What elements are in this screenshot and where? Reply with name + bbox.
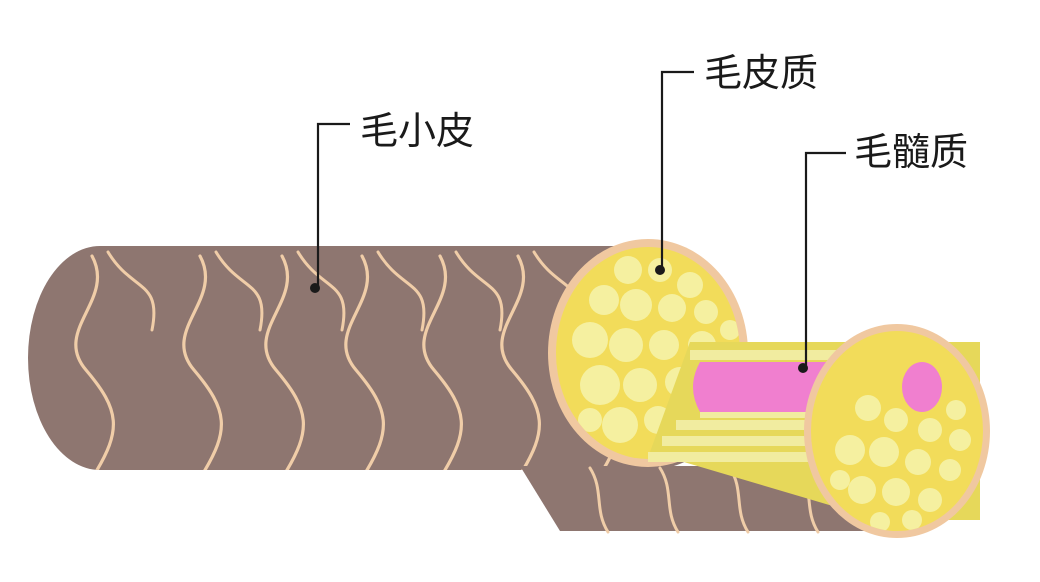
cortex-fiber bbox=[676, 420, 916, 430]
cortex-fiber bbox=[648, 452, 888, 462]
far-end-cell bbox=[870, 512, 890, 531]
far-end-cell bbox=[869, 437, 899, 467]
scale-line bbox=[658, 466, 680, 534]
scale-line bbox=[296, 250, 346, 332]
cortex-fiber bbox=[662, 436, 902, 446]
cortex-cell bbox=[580, 365, 620, 405]
scale-line bbox=[376, 250, 426, 332]
far-end-cell bbox=[946, 400, 966, 420]
leader-line-medulla bbox=[804, 151, 846, 365]
far-end-cell bbox=[882, 478, 910, 506]
far-end-cell bbox=[848, 476, 876, 504]
scale-line bbox=[588, 466, 610, 534]
far-end-cell bbox=[884, 408, 908, 432]
cortex-cell bbox=[614, 256, 642, 284]
scale-line bbox=[422, 254, 463, 470]
scale-line bbox=[74, 254, 115, 470]
cortex-fiber bbox=[700, 412, 900, 418]
scale-line bbox=[264, 254, 305, 470]
medulla-cross-section-dot bbox=[902, 362, 942, 412]
leader-dot-medulla bbox=[798, 363, 808, 373]
far-end-cell bbox=[835, 435, 865, 465]
far-end-cell bbox=[855, 395, 881, 421]
far-end-cell bbox=[905, 449, 931, 475]
cortex-cell bbox=[677, 272, 703, 298]
far-end-cell bbox=[918, 418, 942, 442]
cortex-fibers bbox=[648, 350, 930, 462]
scale-line bbox=[214, 250, 264, 332]
far-end-cells bbox=[830, 395, 971, 531]
far-end-cell bbox=[830, 470, 850, 490]
cortex-cell bbox=[658, 294, 686, 322]
far-end-cell bbox=[902, 510, 922, 530]
label-cuticle: 毛小皮 bbox=[360, 109, 475, 153]
leader-line-cortex bbox=[660, 70, 694, 268]
cortex-cell bbox=[694, 300, 718, 324]
leader-dot-cortex bbox=[655, 265, 665, 275]
far-end-cell bbox=[939, 459, 961, 481]
cortex-cell bbox=[572, 322, 608, 358]
label-cortex: 毛皮质 bbox=[704, 51, 819, 95]
cortex-cell bbox=[620, 289, 652, 321]
cortex-cell bbox=[589, 285, 619, 315]
scale-line bbox=[344, 254, 385, 470]
leader-dot-cuticle bbox=[310, 283, 320, 293]
cortex-cell bbox=[602, 407, 638, 443]
cortex-fiber bbox=[690, 350, 930, 360]
leader-lines bbox=[310, 70, 846, 373]
cortex-cell bbox=[720, 320, 740, 340]
far-end-cell bbox=[949, 429, 971, 451]
cortex-cell bbox=[623, 368, 657, 402]
cortex-cell bbox=[578, 408, 602, 432]
label-medulla: 毛髓质 bbox=[854, 130, 969, 174]
scale-line bbox=[454, 250, 504, 332]
cortex-cell bbox=[649, 330, 679, 360]
scale-line bbox=[500, 254, 541, 470]
scale-line bbox=[106, 250, 156, 332]
scale-line bbox=[182, 254, 223, 470]
far-end-cross-section bbox=[804, 324, 990, 538]
leader-line-cuticle bbox=[316, 122, 350, 286]
cortex-cell bbox=[609, 328, 643, 362]
far-end-cell bbox=[918, 488, 942, 512]
